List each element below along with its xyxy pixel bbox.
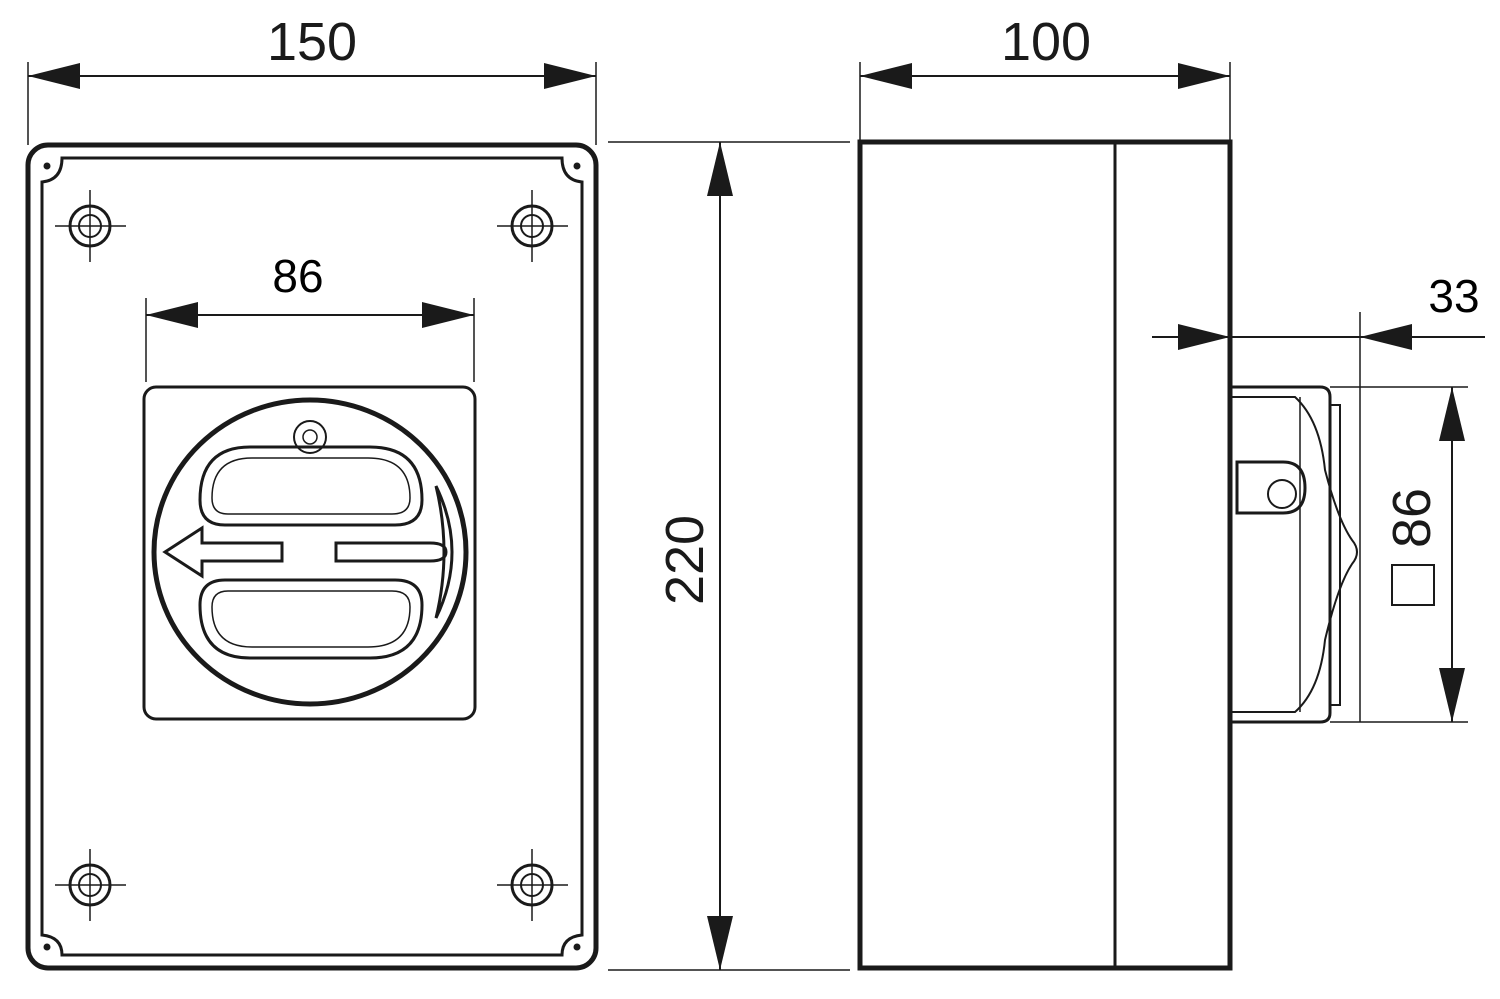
corner-dot-bl bbox=[43, 943, 51, 951]
side-view bbox=[857, 139, 1358, 971]
dim-label-220: 220 bbox=[655, 515, 715, 605]
rotary-handle bbox=[151, 397, 469, 707]
dim-handle-square: 86 bbox=[1330, 386, 1468, 723]
front-view bbox=[25, 142, 599, 971]
front-enclosure-outline bbox=[25, 142, 599, 971]
corner-dot-br bbox=[573, 943, 581, 951]
handle-upper-grip bbox=[198, 445, 424, 527]
handle-side-profile bbox=[1230, 385, 1358, 724]
handle-lock-hole bbox=[293, 420, 327, 454]
corner-dot-tl bbox=[43, 162, 51, 170]
corner-dot-tr bbox=[573, 162, 581, 170]
handle-lower-grip bbox=[198, 578, 424, 660]
screw-top-left bbox=[55, 190, 126, 262]
square-symbol bbox=[1391, 564, 1435, 606]
dim-label-150: 150 bbox=[267, 12, 357, 72]
handle-right-bar bbox=[334, 541, 448, 563]
side-enclosure-outline bbox=[857, 139, 1233, 971]
screw-bottom-right bbox=[497, 849, 568, 921]
front-lid-outline bbox=[40, 156, 584, 957]
handle-arrow-left bbox=[162, 525, 284, 579]
dim-handle-plate-width: 86 bbox=[145, 250, 475, 382]
dim-side-depth: 100 bbox=[859, 12, 1231, 142]
screw-bottom-left bbox=[55, 849, 126, 921]
handle-crescent bbox=[434, 485, 454, 619]
handle-plate bbox=[142, 385, 477, 721]
dim-label-33: 33 bbox=[1428, 270, 1479, 322]
dim-label-100: 100 bbox=[1001, 12, 1091, 72]
dim-handle-projection: 33 bbox=[1152, 270, 1485, 722]
screw-top-right bbox=[497, 190, 568, 262]
dim-height: 220 bbox=[608, 141, 850, 971]
dim-label-86-front: 86 bbox=[272, 250, 323, 302]
dim-front-width: 150 bbox=[27, 12, 597, 145]
dim-label-86-side: 86 bbox=[1382, 488, 1442, 548]
